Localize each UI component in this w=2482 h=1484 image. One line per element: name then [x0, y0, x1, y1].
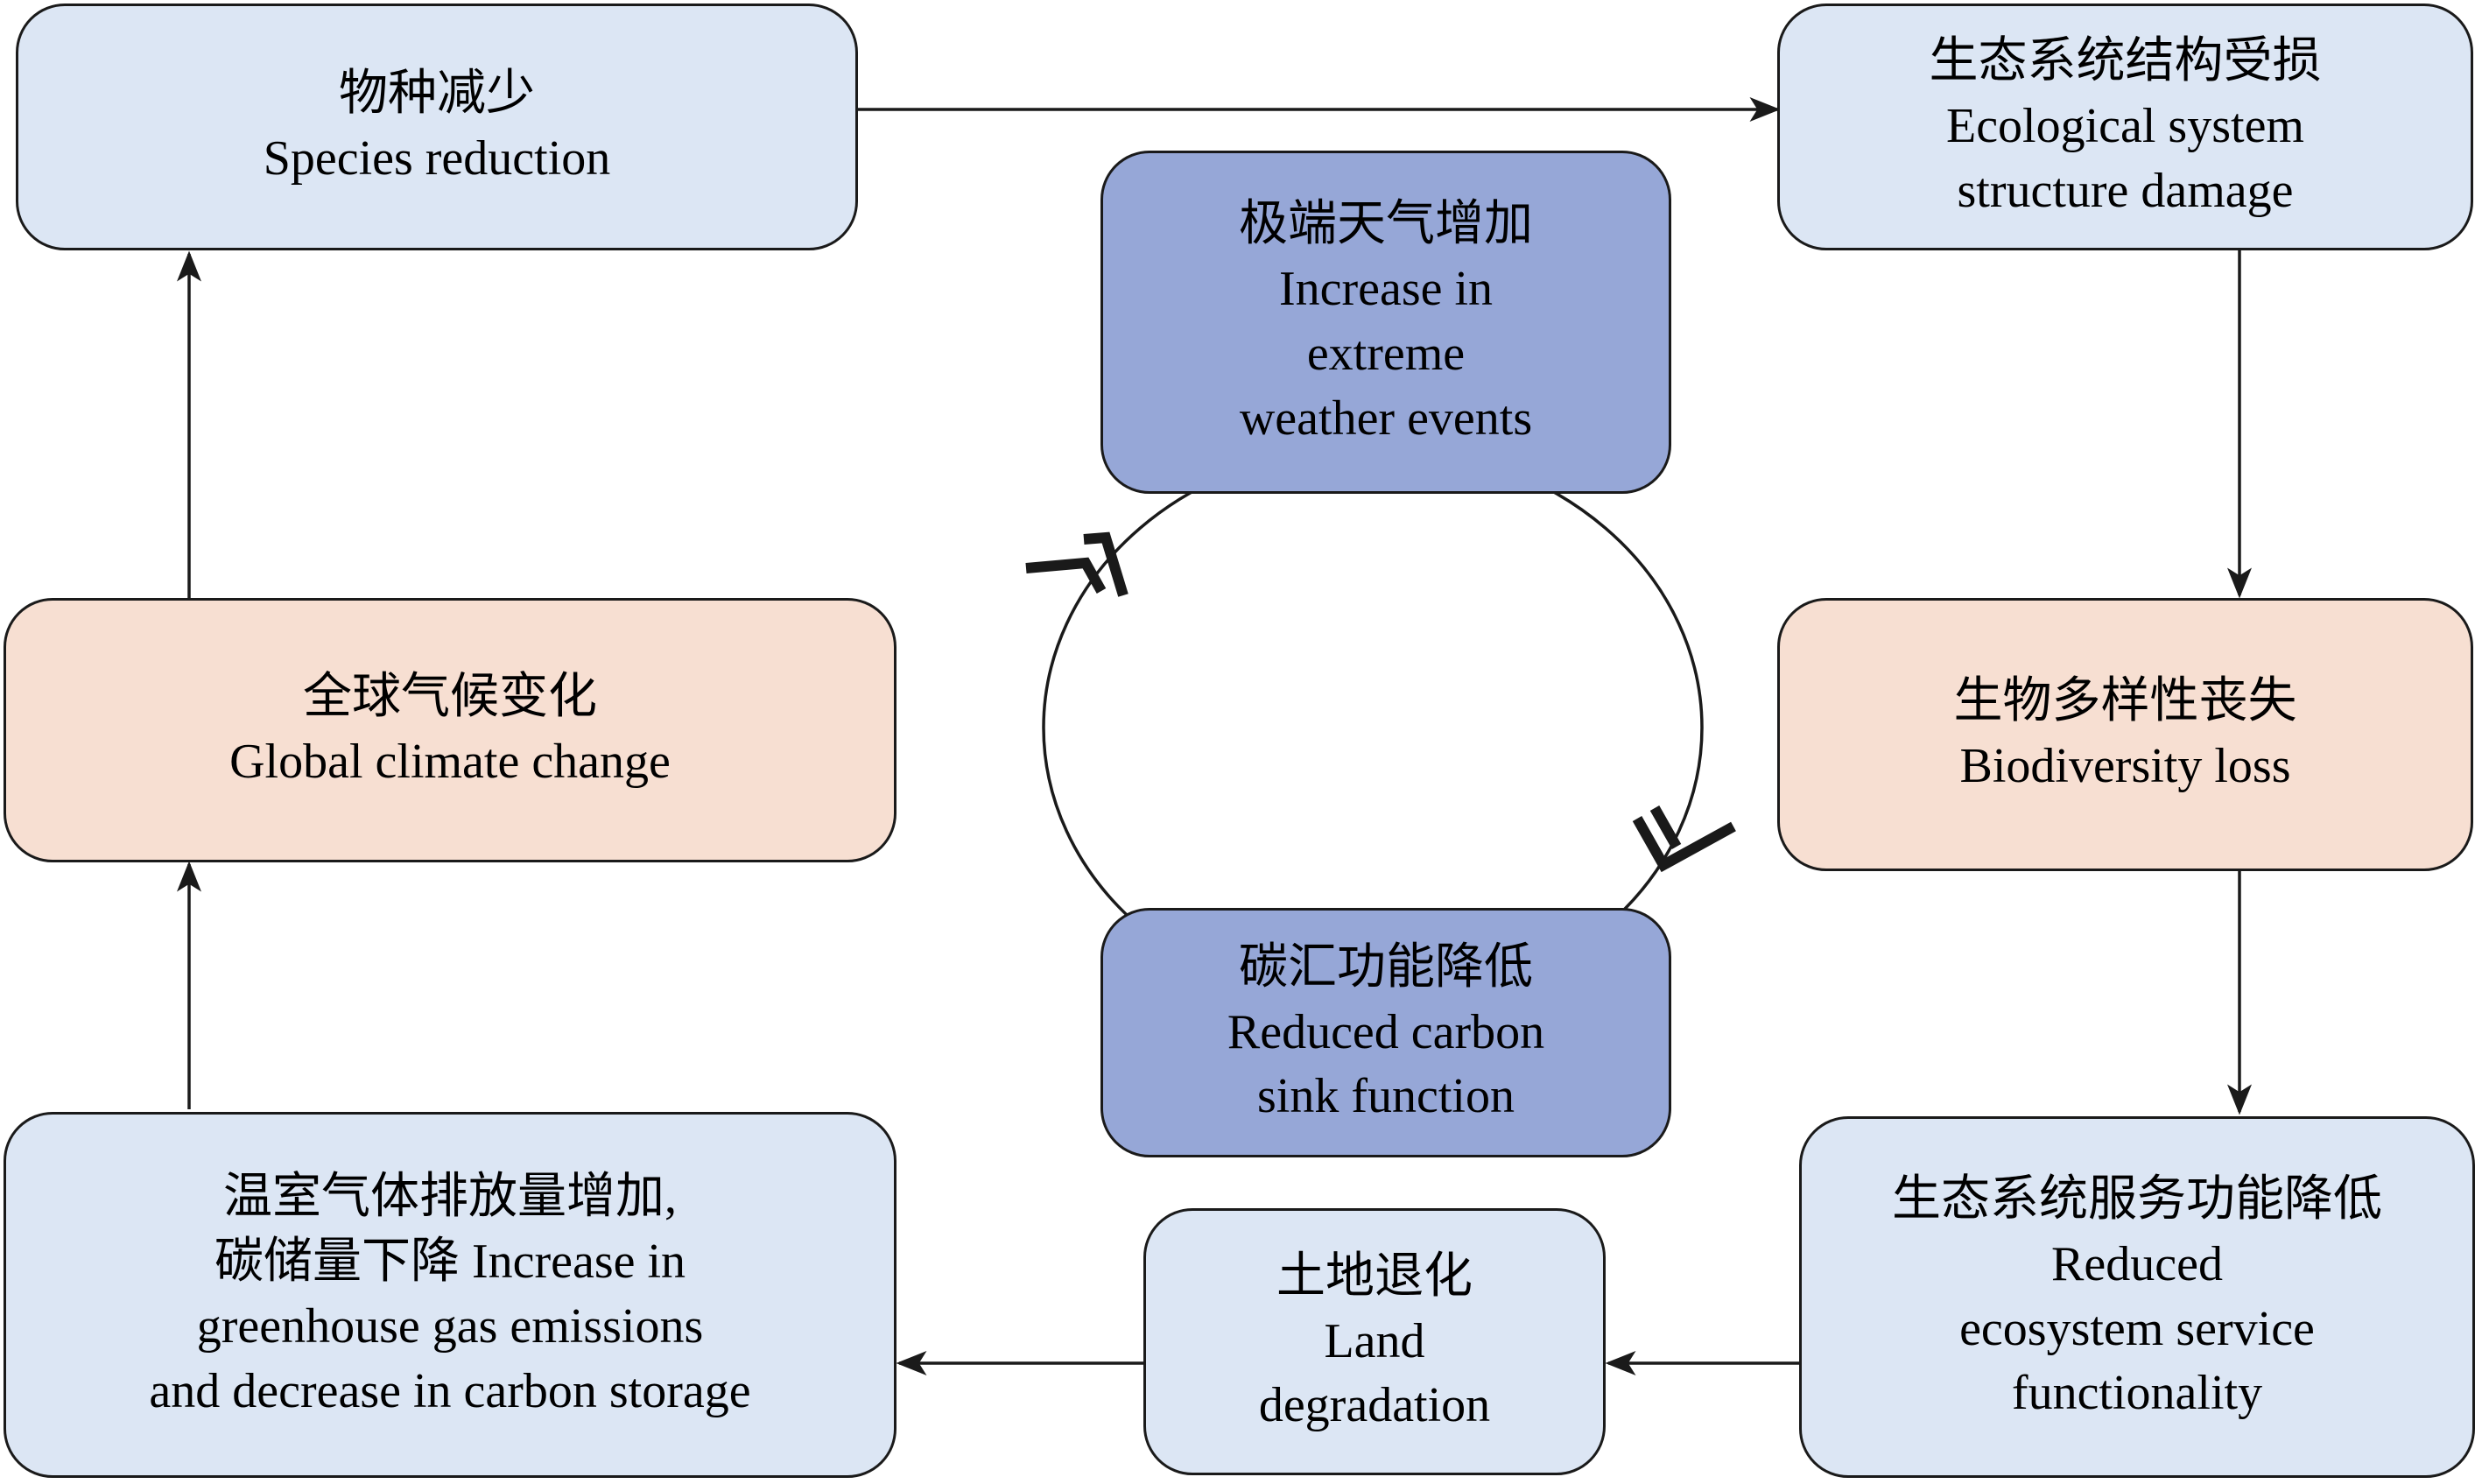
- node-global-climate-change: 全球气候变化 Global climate change: [4, 598, 896, 862]
- node-ghg-zh-1: 温室气体排放量增加,: [223, 1170, 677, 1225]
- node-weather-en-3: weather events: [1239, 390, 1533, 446]
- node-structure-en-1: Ecological system: [1945, 99, 2304, 154]
- node-reduced-carbon-sink: 碳汇功能降低 Reduced carbon sink function: [1100, 908, 1671, 1157]
- node-land-degradation: 土地退化 Land degradation: [1143, 1208, 1606, 1475]
- node-land-en-2: degradation: [1258, 1378, 1491, 1433]
- loop-arrowhead-left-icon: [1025, 531, 1129, 597]
- node-biodiversity-zh: 生物多样性丧失: [1953, 674, 2297, 729]
- node-weather-en-1: Increase in: [1278, 262, 1494, 317]
- node-service-en-1: Reduced: [2051, 1236, 2223, 1291]
- node-extreme-weather: 极端天气增加 Increase in extreme weather event…: [1100, 151, 1671, 494]
- node-structure-en-2: structure damage: [1957, 163, 2294, 218]
- node-ecological-structure-damage: 生态系统结构受损 Ecological system structure dam…: [1777, 4, 2473, 250]
- node-reduced-ecosystem-service: 生态系统服务功能降低 Reduced ecosystem service fun…: [1799, 1116, 2475, 1478]
- node-biodiversity-en: Biodiversity loss: [1959, 739, 2291, 793]
- node-weather-zh: 极端天气增加: [1239, 197, 1533, 252]
- node-species-reduction-zh: 物种减少: [339, 67, 535, 122]
- node-ghg-zh-2: 碳储量下降 Increase in: [214, 1234, 686, 1290]
- node-ghg-increase: 温室气体排放量增加, 碳储量下降 Increase in greenhouse …: [4, 1112, 896, 1478]
- node-biodiversity-loss: 生物多样性丧失 Biodiversity loss: [1777, 598, 2473, 871]
- node-carbon-en-2: sink function: [1257, 1069, 1515, 1124]
- node-climate-en: Global climate change: [229, 735, 671, 789]
- node-weather-en-2: extreme: [1306, 327, 1466, 381]
- node-carbon-zh: 碳汇功能降低: [1239, 939, 1533, 995]
- node-service-en-3: functionality: [2011, 1366, 2263, 1421]
- node-land-zh: 土地退化: [1276, 1248, 1473, 1304]
- node-carbon-en-1: Reduced carbon: [1227, 1004, 1545, 1059]
- loop-arrowhead-right-icon: [1632, 805, 1736, 873]
- node-ghg-en-1: greenhouse gas emissions: [196, 1299, 704, 1354]
- node-service-en-2: ecosystem service: [1959, 1301, 2315, 1356]
- node-land-en-1: Land: [1324, 1313, 1425, 1368]
- node-species-reduction-en: Species reduction: [263, 131, 611, 186]
- node-service-zh: 生态系统服务功能降低: [1892, 1171, 2382, 1227]
- node-ghg-en-2: and decrease in carbon storage: [149, 1363, 751, 1418]
- node-structure-zh: 生态系统结构受损: [1929, 34, 2322, 89]
- node-species-reduction: 物种减少 Species reduction: [16, 4, 858, 250]
- node-climate-zh: 全球气候变化: [303, 670, 597, 725]
